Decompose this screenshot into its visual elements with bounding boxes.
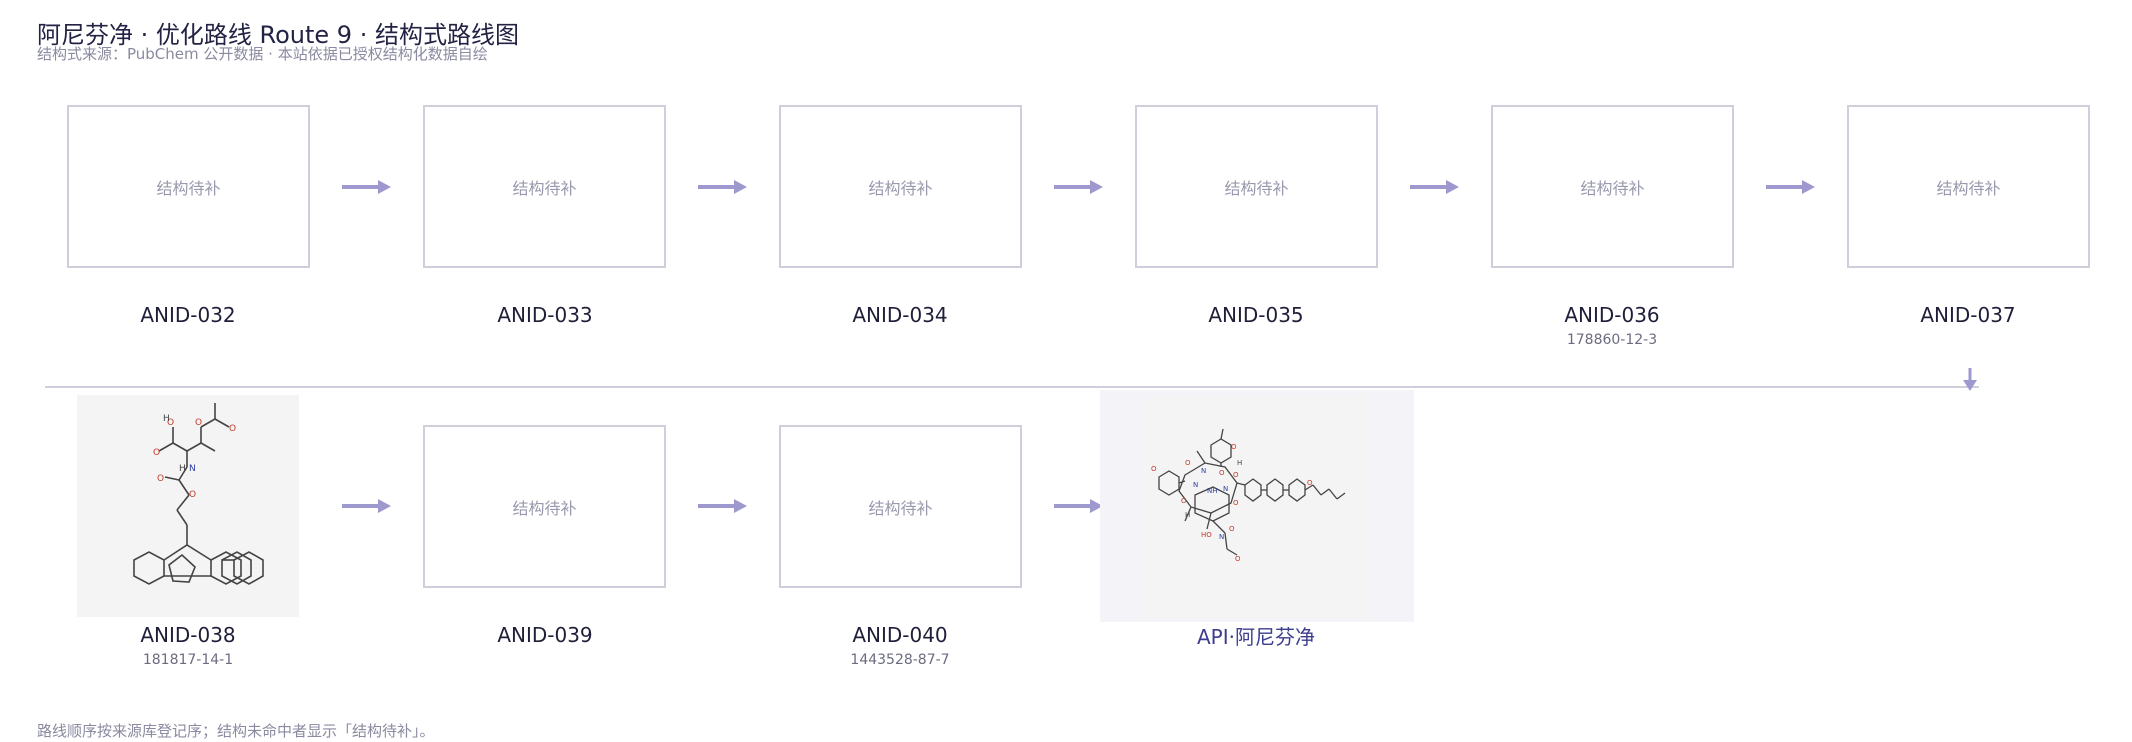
- svg-text:H: H: [163, 414, 170, 424]
- step-label-anid-034: ANID-034: [852, 303, 948, 327]
- step-label-api: API·阿尼芬净: [1197, 625, 1315, 649]
- structure-image-anid-038: O O N H O O H O O: [77, 395, 299, 617]
- svg-text:O: O: [229, 424, 236, 434]
- svg-text:O: O: [1151, 465, 1157, 473]
- arrow-right-icon: [1410, 180, 1459, 194]
- step-label-anid-040: ANID-040: [852, 623, 948, 647]
- step-label-anid-038: ANID-038: [140, 623, 236, 647]
- footnote: 路线顺序按来源库登记序；结构未命中者显示「结构待补」。: [37, 722, 435, 740]
- svg-text:H: H: [1237, 459, 1242, 467]
- arrow-right-icon: [1054, 180, 1103, 194]
- cas-number-anid-038: 181817-14-1: [142, 652, 234, 668]
- svg-text:O: O: [195, 418, 202, 428]
- svg-text:O: O: [1181, 497, 1187, 505]
- placeholder-text: 结构待补: [868, 178, 933, 198]
- placeholder-text: 结构待补: [1224, 178, 1289, 198]
- structure-placeholder-anid-033: 结构待补: [423, 105, 666, 268]
- svg-text:O: O: [189, 490, 196, 500]
- placeholder-text: 结构待补: [156, 178, 221, 198]
- svg-text:O: O: [1235, 555, 1241, 563]
- svg-text:N: N: [1219, 533, 1224, 541]
- step-label-anid-039: ANID-039: [497, 623, 593, 647]
- svg-text:N: N: [1223, 485, 1228, 493]
- step-label-anid-032: ANID-032: [140, 303, 236, 327]
- placeholder-text: 结构待补: [868, 498, 933, 518]
- placeholder-text: 结构待补: [512, 178, 577, 198]
- svg-text:H: H: [1185, 511, 1190, 519]
- structure-placeholder-anid-034: 结构待补: [779, 105, 1022, 268]
- step-label-anid-033: ANID-033: [497, 303, 593, 327]
- arrow-down-icon: [1963, 368, 1977, 391]
- arrow-right-icon: [1766, 180, 1815, 194]
- svg-text:O: O: [167, 418, 174, 428]
- placeholder-text: 结构待补: [1580, 178, 1645, 198]
- arrow-right-icon: [1054, 499, 1103, 513]
- svg-text:O: O: [157, 474, 164, 484]
- svg-text:O: O: [1229, 525, 1235, 533]
- step-label-anid-035: ANID-035: [1208, 303, 1304, 327]
- svg-text:O: O: [1185, 459, 1191, 467]
- arrow-right-icon: [342, 499, 391, 513]
- svg-text:N: N: [1193, 481, 1198, 489]
- structure-placeholder-anid-036: 结构待补: [1491, 105, 1734, 268]
- structure-image-api: O O N O O H O N NH N O O H HO N O O O: [1145, 395, 1367, 617]
- svg-text:O: O: [1231, 443, 1237, 451]
- step-label-anid-036: ANID-036: [1564, 303, 1660, 327]
- structure-placeholder-anid-037: 结构待补: [1847, 105, 2090, 268]
- arrow-right-icon: [698, 499, 747, 513]
- svg-text:O: O: [1233, 471, 1239, 479]
- page-subtitle: 结构式来源：PubChem 公开数据 · 本站依据已授权结构化数据自绘: [37, 45, 488, 63]
- svg-text:O: O: [153, 448, 160, 458]
- svg-text:N: N: [189, 464, 196, 474]
- arrow-right-icon: [698, 180, 747, 194]
- structure-placeholder-anid-035: 结构待补: [1135, 105, 1378, 268]
- svg-text:H: H: [179, 464, 186, 474]
- cas-number-anid-040: 1443528-87-7: [850, 652, 950, 668]
- svg-text:O: O: [1219, 469, 1225, 477]
- step-label-anid-037: ANID-037: [1920, 303, 2016, 327]
- arrow-right-icon: [342, 180, 391, 194]
- row-connector-line: [45, 386, 1979, 388]
- structure-placeholder-anid-032: 结构待补: [67, 105, 310, 268]
- structure-placeholder-anid-039: 结构待补: [423, 425, 666, 588]
- page-title: 阿尼芬净 · 优化路线 Route 9 · 结构式路线图: [37, 21, 519, 49]
- svg-text:NH: NH: [1207, 487, 1218, 495]
- structure-placeholder-anid-040: 结构待补: [779, 425, 1022, 588]
- svg-text:O: O: [1233, 499, 1239, 507]
- cas-number-anid-036: 178860-12-3: [1566, 332, 1658, 348]
- placeholder-text: 结构待补: [512, 498, 577, 518]
- svg-text:HO: HO: [1201, 531, 1212, 539]
- placeholder-text: 结构待补: [1936, 178, 2001, 198]
- svg-text:O: O: [1307, 479, 1313, 487]
- svg-text:N: N: [1201, 467, 1206, 475]
